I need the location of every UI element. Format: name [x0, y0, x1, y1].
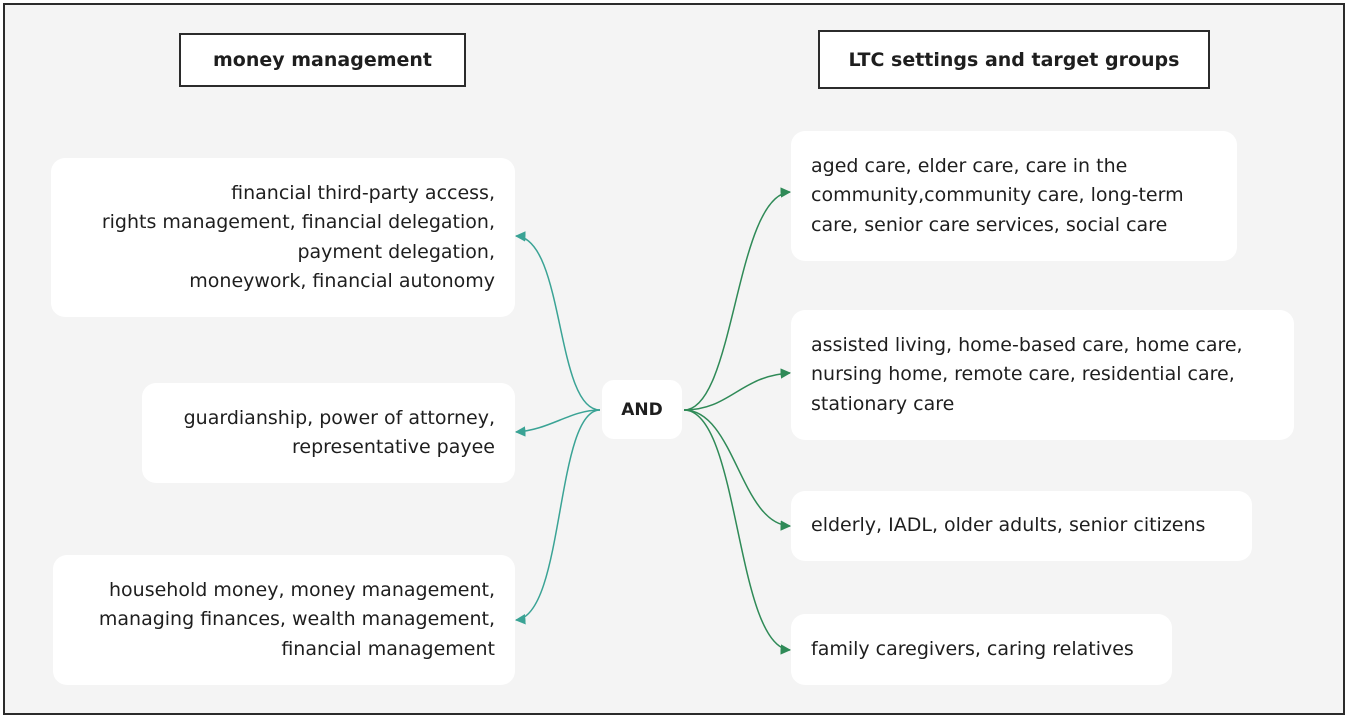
node-family-caregivers: family caregivers, caring relatives	[791, 614, 1172, 685]
header-money-management: money management	[179, 33, 466, 87]
header-ltc-settings: LTC settings and target groups	[818, 30, 1210, 89]
node-assisted-living: assisted living, home-based care, home c…	[791, 310, 1294, 440]
node-guardianship: guardianship, power of attorney, represe…	[142, 383, 515, 483]
node-financial-access: financial third-party access, rights man…	[51, 158, 515, 317]
center-and-node: AND	[602, 380, 682, 439]
node-household-money: household money, money management, manag…	[53, 555, 515, 685]
node-elderly: elderly, IADL, older adults, senior citi…	[791, 491, 1252, 561]
node-aged-care: aged care, elder care, care in the commu…	[791, 131, 1237, 261]
